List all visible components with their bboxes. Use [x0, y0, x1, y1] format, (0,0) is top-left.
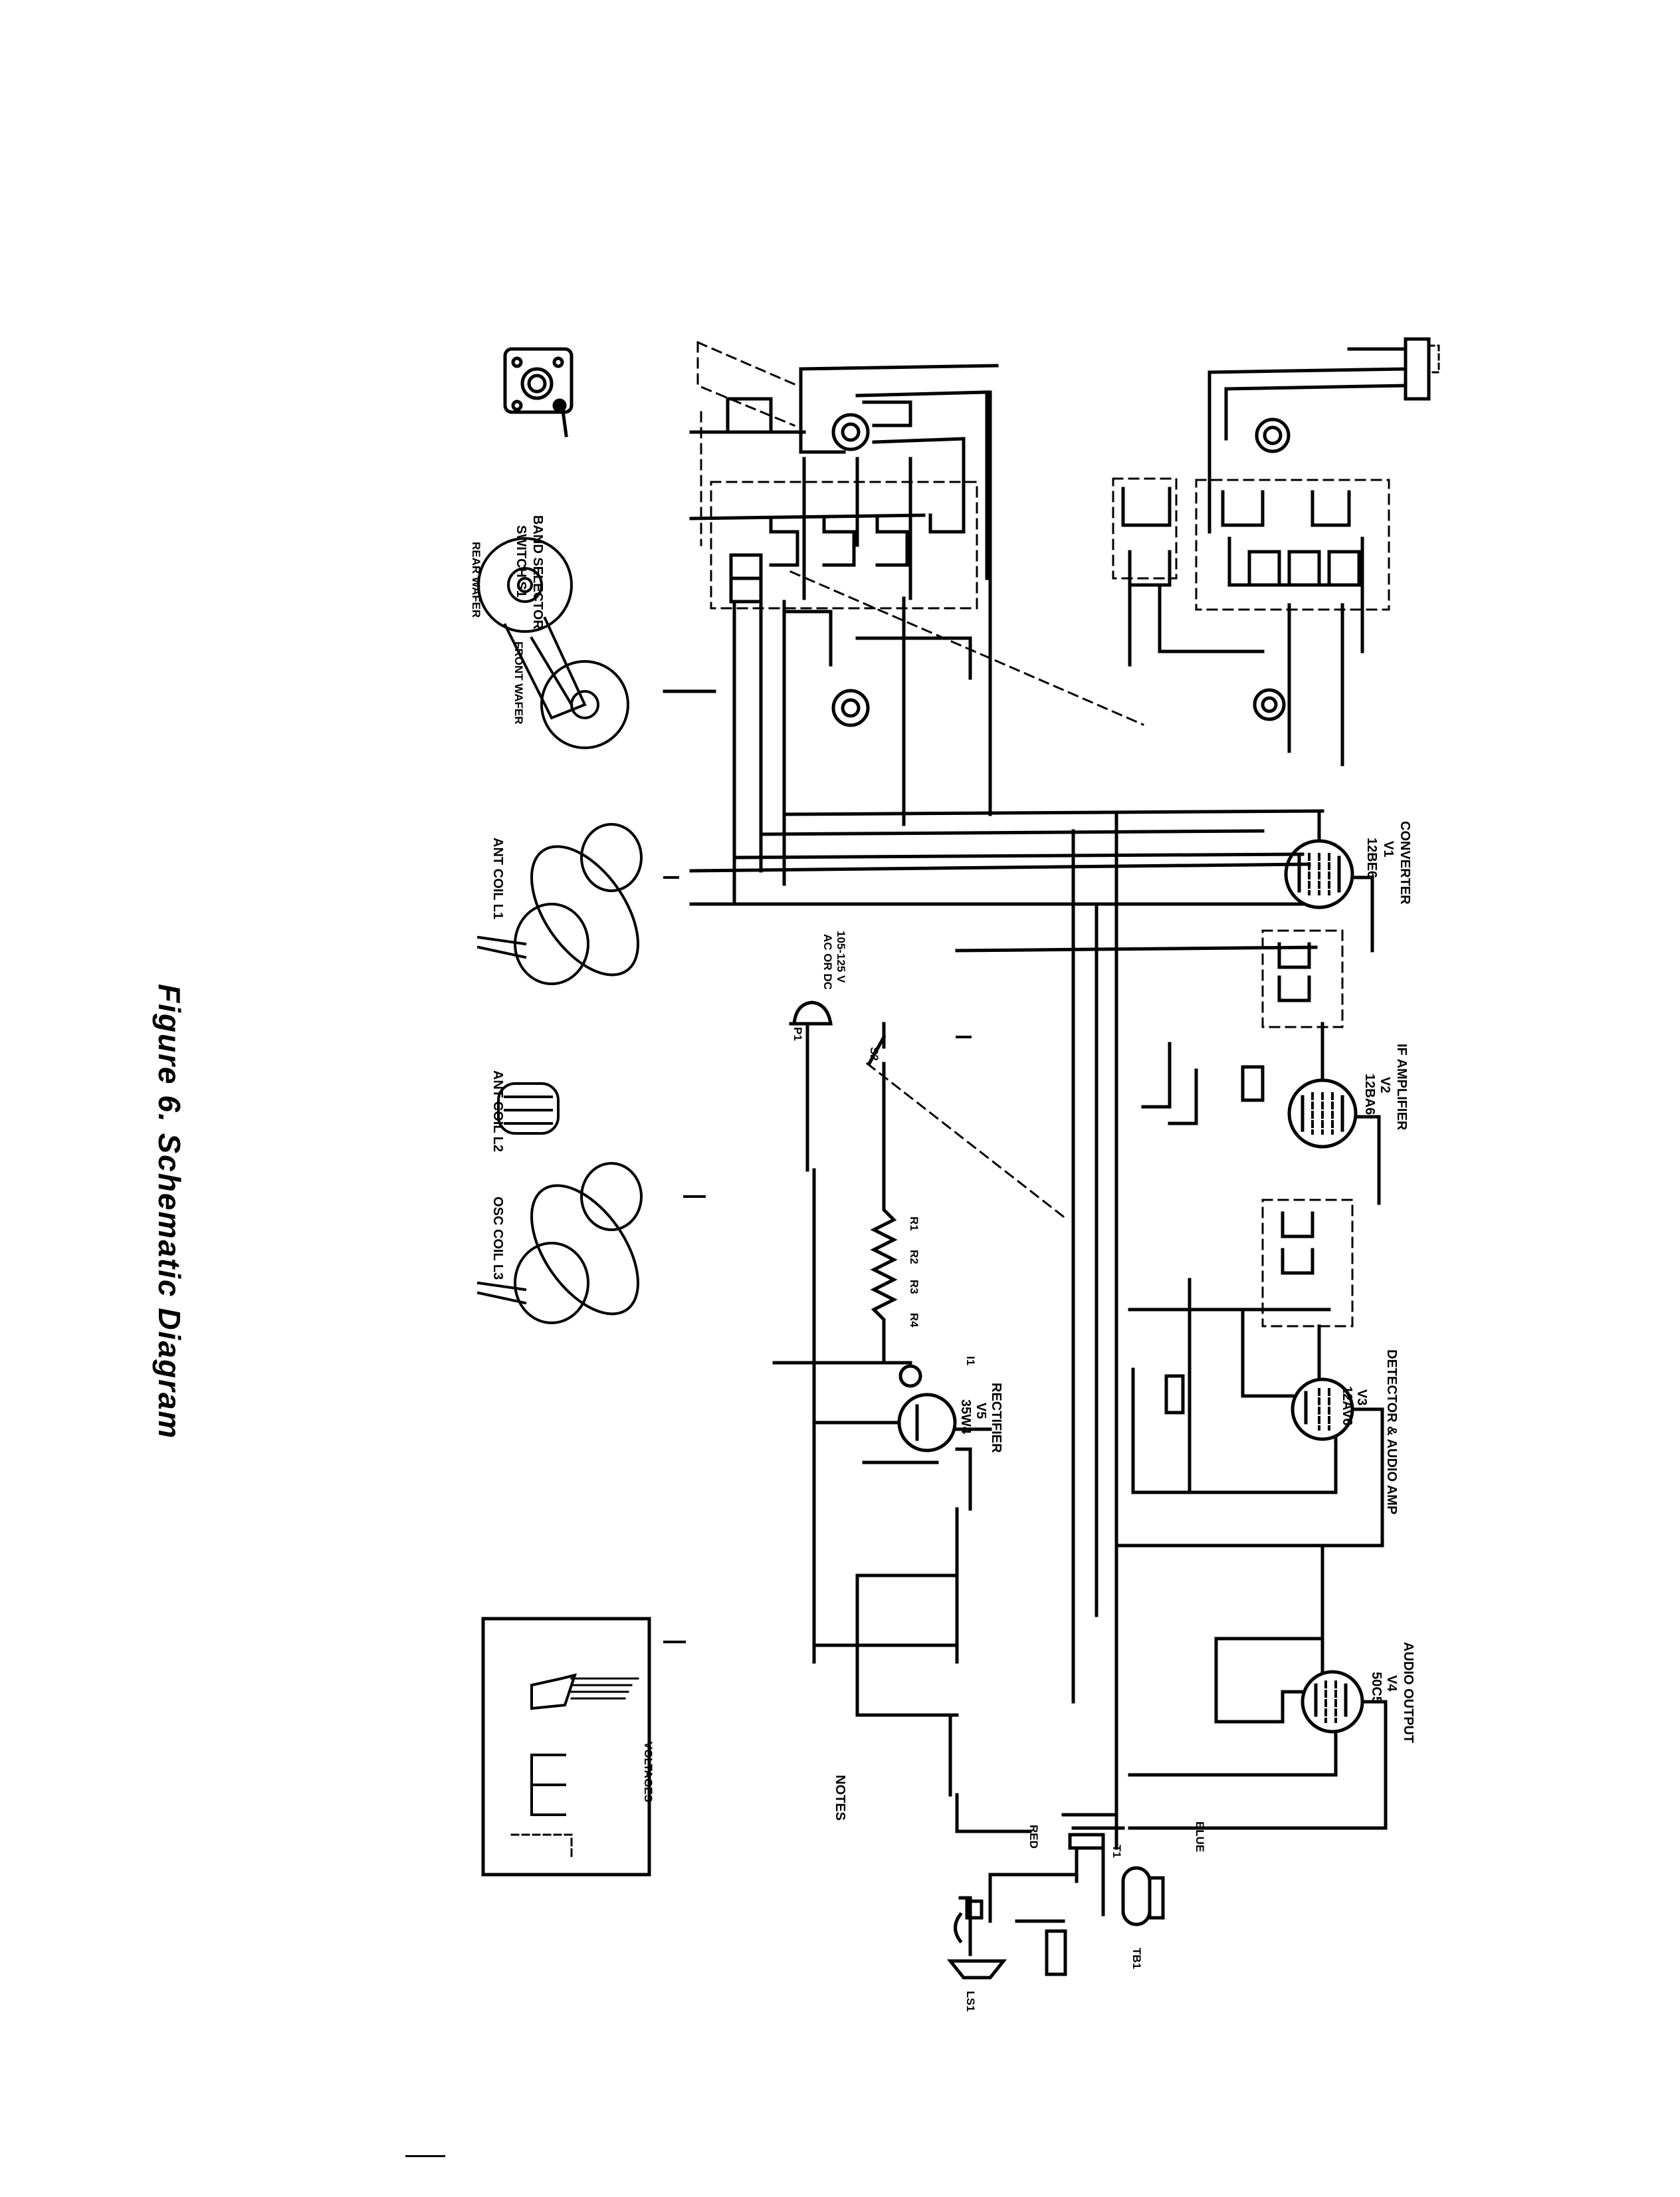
ant-coil-l2-label: ANT COIL L2	[490, 1070, 505, 1152]
detector-function-label: DETECTOR & AUDIO AMP	[1384, 1349, 1399, 1515]
converter-function-label: CONVERTER	[1398, 821, 1412, 905]
heater-resistor-r4-label: R4	[908, 1313, 920, 1328]
ant-coil-l1-drawing	[476, 823, 643, 985]
audio-output-function-label: AUDIO OUTPUT	[1401, 1642, 1416, 1744]
line-type-label: AC OR DC	[821, 934, 834, 990]
power-plug-label: P1	[791, 1027, 804, 1041]
rectifier-type-label: 35W4	[958, 1399, 973, 1435]
pilot-lamp-label: I1	[964, 1356, 977, 1366]
ground-symbols	[663, 690, 972, 1643]
if-amp-type-label: 12BA6	[1362, 1074, 1377, 1115]
if-transformer-t2	[1261, 1199, 1354, 1328]
voltage-diagram-box	[481, 1617, 651, 1877]
heater-resistor-r3-label: R3	[908, 1280, 920, 1294]
rectifier-function-label: RECTIFIER	[989, 1383, 1003, 1453]
audio-output-tube-v4	[1114, 1544, 1388, 1830]
converter-id-label: V1	[1381, 841, 1396, 858]
if-amp-id-label: V2	[1378, 1077, 1392, 1094]
band-switch-title: BAND SELECTOR	[530, 515, 545, 630]
speaker-label: LS1	[964, 1991, 977, 2012]
detector-tube-v3	[1128, 1278, 1384, 1544]
output-stage-wiring	[946, 1793, 1388, 1980]
if-amp-function-label: IF AMPLIFIER	[1394, 1044, 1409, 1131]
converter-type-label: 12BE6	[1364, 838, 1379, 879]
output-transformer-label: T1	[1110, 1845, 1123, 1858]
figure-caption: Figure 6. Schematic Diagram	[152, 984, 187, 1440]
osc-section-wiring	[1112, 337, 1440, 766]
heater-resistor-r2-label: R2	[908, 1250, 920, 1264]
line-voltage-label: 105-125 V	[835, 931, 847, 983]
notes-heading: NOTES	[833, 1775, 847, 1821]
power-switch-label: S2	[868, 1047, 881, 1061]
wire-color-blue-label: BLUE	[1194, 1821, 1206, 1853]
rectifier-id-label: V5	[974, 1403, 988, 1419]
audio-output-type-label: 50C5	[1369, 1672, 1384, 1704]
band-selector-switch-drawing	[477, 537, 629, 749]
if-transformer-t1	[1261, 929, 1344, 1028]
detector-id-label: V3	[1354, 1389, 1369, 1406]
power-supply-wiring	[772, 1000, 1065, 1797]
ant-coil-l1-label: ANT COIL L1	[490, 838, 505, 919]
terminal-board-label: TB1	[1130, 1948, 1143, 1970]
audio-output-id-label: V4	[1384, 1675, 1399, 1692]
ant-coil-l2-drawing	[497, 1082, 560, 1135]
osc-coil-l3-drawing	[476, 1162, 643, 1324]
detector-type-label: 12AV6	[1340, 1386, 1354, 1426]
page-footer-mark	[405, 2155, 445, 2157]
if-amplifier-tube-v2	[1141, 1022, 1381, 1205]
converter-tube-v1	[1284, 809, 1374, 953]
voltage-box-heading: VOLTAGES	[642, 1742, 655, 1802]
ic-socket-drawing	[503, 347, 574, 437]
heater-resistor-r1-label: R1	[908, 1216, 920, 1231]
rf-section-wiring	[663, 341, 1144, 906]
front-wafer-label: FRONT WAFER	[512, 641, 525, 725]
rear-wafer-label: REAR WAFER	[470, 542, 482, 618]
osc-coil-l3-label: OSC COIL L3	[490, 1197, 505, 1280]
band-switch-subtitle: SWITCH S1	[514, 525, 528, 598]
signal-buses	[689, 809, 1324, 1850]
wire-color-red-label: RED	[1027, 1825, 1040, 1849]
